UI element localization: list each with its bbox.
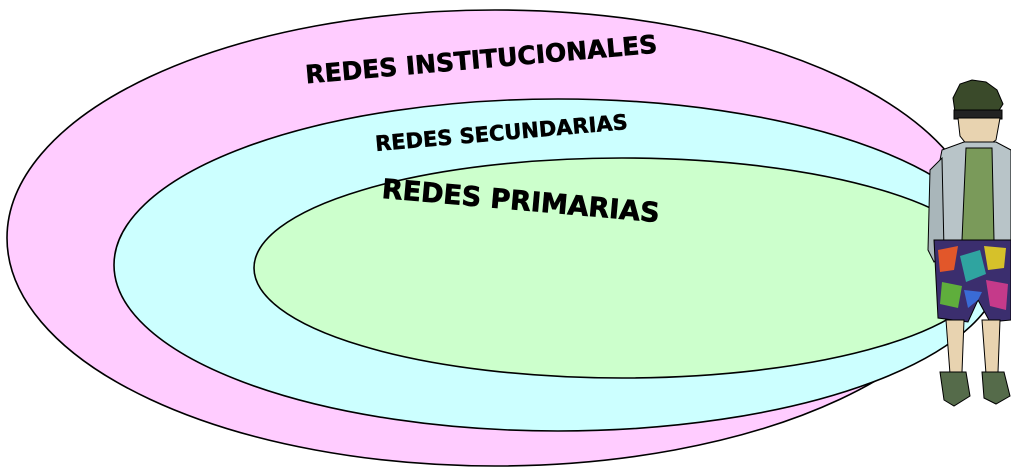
inner-ellipse <box>253 157 991 379</box>
person-clipart-icon <box>927 79 1011 407</box>
